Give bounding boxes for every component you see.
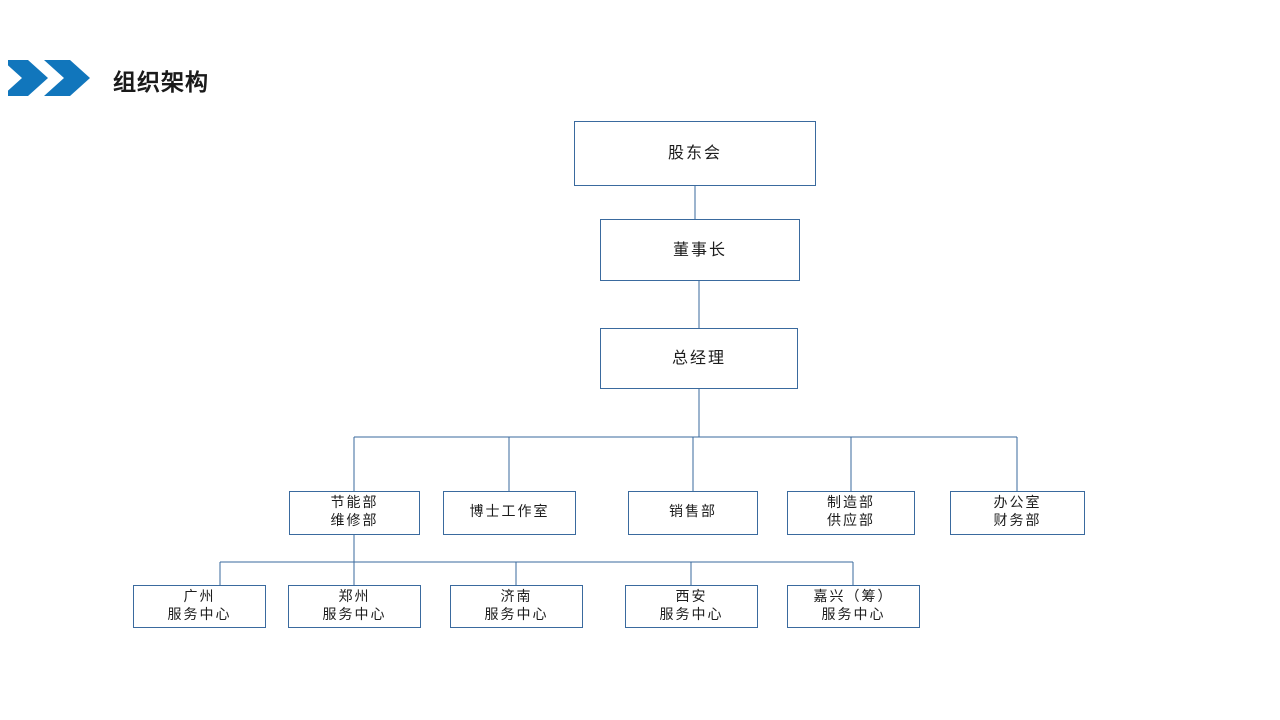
node-label-line-2: 服务中心 [167, 606, 232, 623]
node-dept-manufacturing-supply[interactable]: 制造部 供应部 [787, 491, 915, 535]
node-service-center-xian[interactable]: 西安 服务中心 [625, 585, 758, 628]
node-label-line-1: 制造部 [827, 495, 875, 512]
node-label-line-2: 财务部 [993, 513, 1042, 529]
node-label-line-2: 服务中心 [322, 606, 387, 623]
node-dept-office-finance[interactable]: 办公室 财务部 [950, 491, 1085, 535]
node-service-center-jiaxing[interactable]: 嘉兴（筹） 服务中心 [787, 585, 920, 628]
node-label-line-1: 嘉兴（筹） [813, 588, 894, 605]
node-dept-doctoral-studio[interactable]: 博士工作室 [443, 491, 576, 535]
double-chevron-right-icon [8, 60, 90, 96]
node-label-line-2: 服务中心 [484, 606, 549, 623]
slide-header: 组织架构 [0, 48, 1280, 108]
node-dept-sales[interactable]: 销售部 [628, 491, 758, 535]
node-label: 股东会 [667, 143, 722, 163]
node-shareholders[interactable]: 股东会 [574, 121, 816, 186]
node-label-line-1: 节能部 [330, 495, 379, 512]
node-label-line-1: 济南 [500, 588, 533, 605]
node-label-line-1: 西安 [675, 588, 708, 605]
node-label-line-1: 广州 [183, 588, 216, 605]
node-dept-energy-maintenance[interactable]: 节能部 维修部 [289, 491, 420, 535]
node-label-line-2: 服务中心 [659, 606, 724, 623]
node-label-line-2: 供应部 [827, 513, 875, 529]
node-label: 总经理 [671, 348, 726, 368]
node-label-line-2: 服务中心 [821, 606, 886, 623]
node-chairman[interactable]: 董事长 [600, 219, 800, 281]
node-service-center-zhengzhou[interactable]: 郑州 服务中心 [288, 585, 421, 628]
page-title: 组织架构 [113, 70, 209, 96]
node-label-line-2: 维修部 [330, 513, 379, 529]
node-label: 销售部 [669, 504, 717, 521]
node-service-center-guangzhou[interactable]: 广州 服务中心 [133, 585, 266, 628]
node-general-manager[interactable]: 总经理 [600, 328, 798, 389]
node-label-line-1: 郑州 [338, 588, 371, 605]
node-label: 博士工作室 [469, 504, 550, 521]
node-service-center-jinan[interactable]: 济南 服务中心 [450, 585, 583, 628]
node-label-line-1: 办公室 [993, 495, 1042, 512]
node-label: 董事长 [672, 239, 727, 259]
